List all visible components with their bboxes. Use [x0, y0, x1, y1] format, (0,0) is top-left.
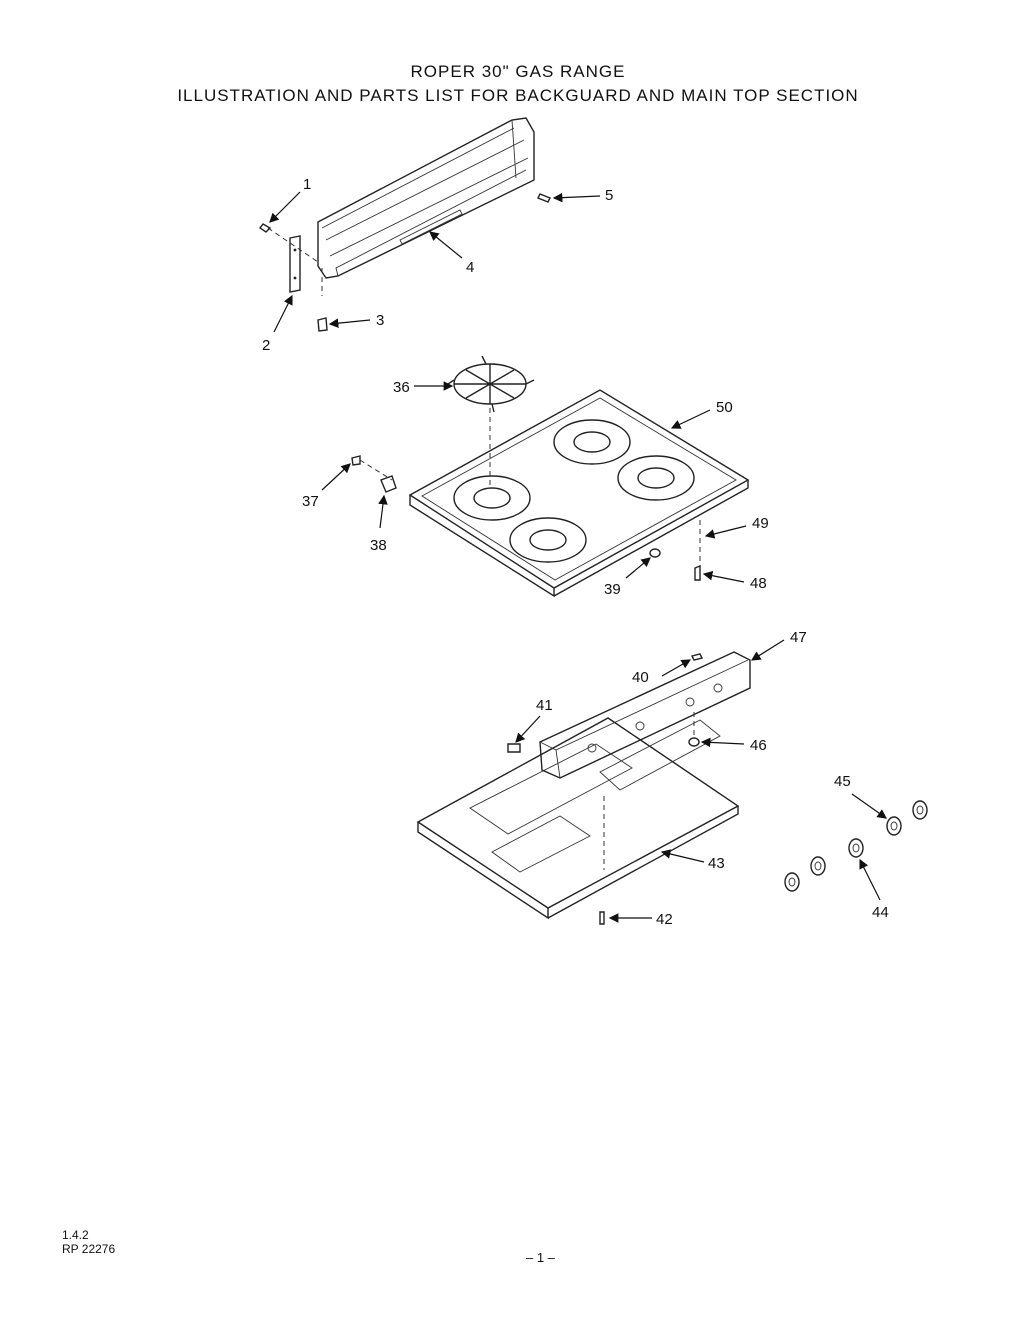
callout-45: 45: [834, 773, 851, 790]
callout-37: 37: [302, 493, 319, 510]
callout-5: 5: [605, 187, 613, 204]
callout-4: 4: [466, 259, 474, 276]
callout-49: 49: [752, 515, 769, 532]
callout-42: 42: [656, 911, 673, 928]
callout-labels: 1 2 3 4 5 36 37 38 39 40 41 42 43 44 45 …: [262, 176, 889, 928]
callout-44: 44: [872, 904, 889, 921]
backguard-assembly: [258, 117, 551, 332]
callout-43: 43: [708, 855, 725, 872]
document-code-line2: RP 22276: [62, 1242, 116, 1256]
callout-48: 48: [750, 575, 767, 592]
diagram-subtitle: ILLUSTRATION AND PARTS LIST FOR BACKGUAR…: [177, 86, 859, 105]
callout-36: 36: [393, 379, 410, 396]
callout-40: 40: [632, 669, 649, 686]
callout-50: 50: [716, 399, 733, 416]
callout-47: 47: [790, 629, 807, 646]
page-number: – 1 –: [526, 1250, 555, 1265]
leader-lines: [269, 191, 887, 923]
callout-41: 41: [536, 697, 553, 714]
callout-2: 2: [262, 337, 270, 354]
manifold-assembly: [416, 651, 928, 925]
diagram-title: ROPER 30" GAS RANGE: [410, 62, 626, 81]
callout-1: 1: [303, 176, 311, 193]
callout-39: 39: [604, 581, 621, 598]
main-top-assembly: [351, 355, 750, 598]
callout-3: 3: [376, 312, 384, 329]
callout-38: 38: [370, 537, 387, 554]
document-code-line1: 1.4.2: [62, 1228, 89, 1242]
callout-46: 46: [750, 737, 767, 754]
